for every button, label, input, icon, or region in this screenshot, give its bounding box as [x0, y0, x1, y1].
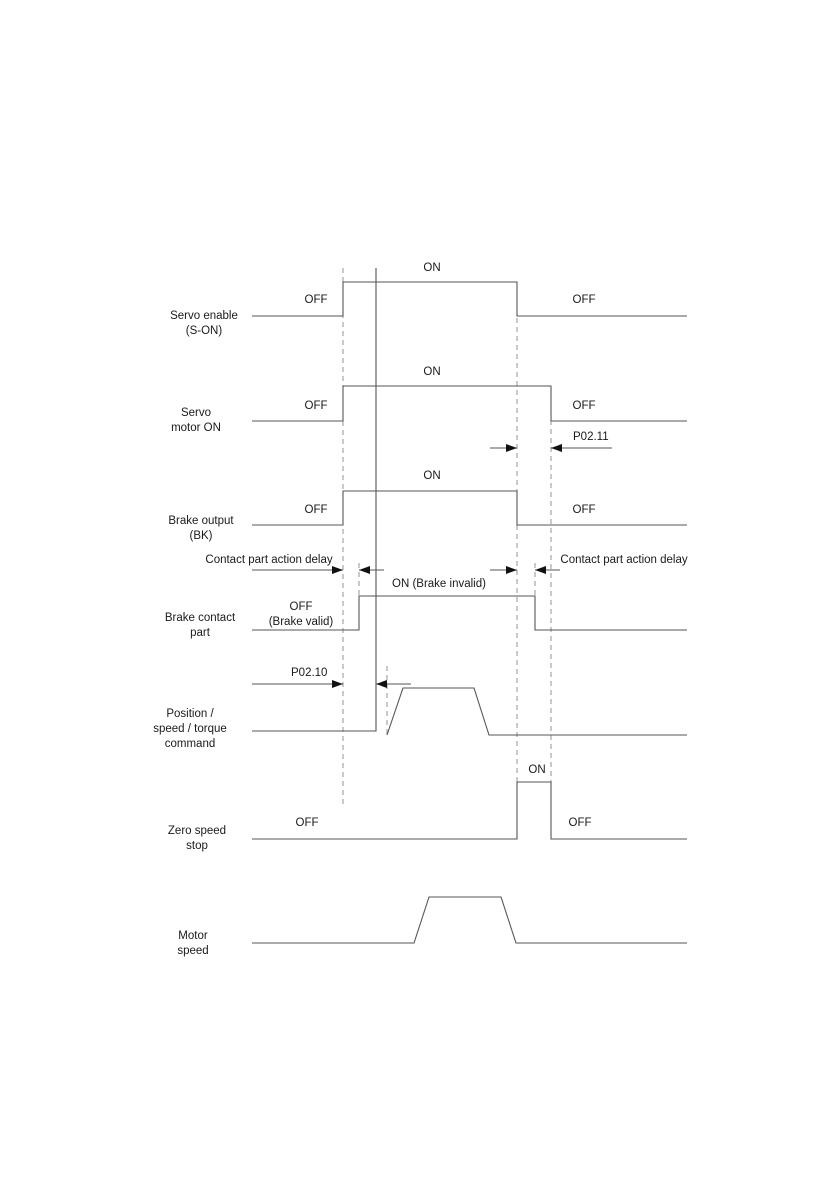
signal-waveform [252, 268, 376, 731]
signal-name: stop [186, 840, 208, 852]
row-brake-output: Brake output (BK) OFF ON OFF [168, 470, 687, 542]
row-servo-enable: Servo enable (S-ON) OFF ON OFF [170, 262, 687, 337]
state-off-label: OFF [573, 400, 596, 412]
reference-lines [343, 268, 551, 840]
state-off-label: OFF [305, 504, 328, 516]
signal-name: Servo enable [170, 310, 238, 322]
signal-name: (S-ON) [186, 325, 223, 337]
signal-name: speed [177, 945, 208, 957]
signal-name: Position / [166, 708, 214, 720]
signal-name: part [190, 627, 211, 639]
signal-name: command [165, 738, 216, 750]
state-off-label: OFF [305, 400, 328, 412]
signal-waveform [387, 688, 687, 735]
delay-label: Contact part action delay [560, 554, 687, 566]
state-on-label: ON [423, 470, 440, 482]
state-off-label: (Brake valid) [269, 616, 334, 628]
state-on-label: ON [528, 764, 545, 776]
state-off-label: OFF [305, 294, 328, 306]
signal-name: (BK) [190, 530, 213, 542]
signal-name: Zero speed [168, 825, 226, 837]
row-motor-speed: Motor speed [177, 897, 687, 957]
state-on-label: ON [423, 262, 440, 274]
row-zero-speed: Zero speed stop OFF ON OFF [168, 764, 687, 852]
delay-label: Contact part action delay [205, 554, 332, 566]
parameter-label: P02.10 [291, 667, 327, 679]
state-off-label: OFF [290, 601, 313, 613]
state-off-label: OFF [573, 504, 596, 516]
signal-name: Servo [181, 407, 211, 419]
signal-name: Brake contact [165, 612, 236, 624]
state-on-label: ON [423, 366, 440, 378]
state-off-label: OFF [573, 294, 596, 306]
state-off-label: OFF [296, 817, 319, 829]
signal-name: Motor [178, 930, 208, 942]
signal-name: motor ON [171, 422, 221, 434]
state-off-label: OFF [569, 817, 592, 829]
parameter-label: P02.11 [573, 431, 609, 443]
state-on-label: ON (Brake invalid) [392, 578, 486, 590]
signal-waveform [252, 782, 687, 839]
row-brake-contact: Contact part action delay Contact part a… [165, 554, 688, 639]
row-command: P02.10 Position / speed / torque command [153, 268, 687, 750]
signal-name: speed / torque [153, 723, 227, 735]
signal-name: Brake output [168, 515, 234, 527]
signal-waveform [252, 897, 687, 943]
row-servo-motor-on: Servo motor ON OFF ON OFF P02.11 [171, 366, 687, 448]
